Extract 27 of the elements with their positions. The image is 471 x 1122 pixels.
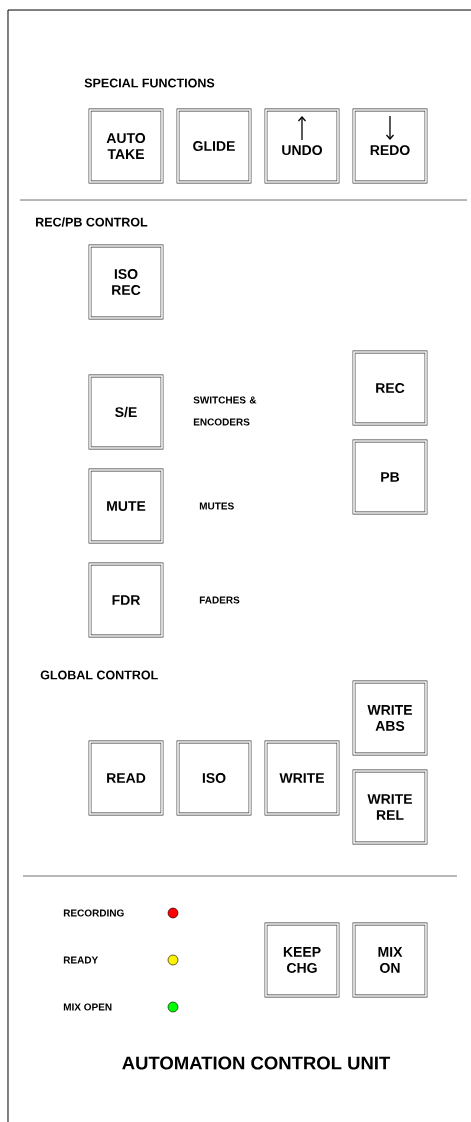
button-description: FADERS [199, 596, 240, 604]
button-description: SWITCHES & ENCODERS [193, 396, 257, 426]
push-button: S/E [88, 374, 164, 450]
push-button: PB [352, 439, 428, 515]
section-heading: SPECIAL FUNCTIONS [84, 78, 215, 88]
push-button: WRITE REL [352, 769, 428, 845]
push-button: WRITE [264, 740, 340, 816]
button-description: MUTES [199, 502, 234, 510]
push-button: FDR [88, 562, 164, 638]
panel-title: AUTOMATION CONTROL UNIT [122, 1056, 391, 1070]
push-button: ISO REC [88, 244, 164, 320]
push-button: KEEP CHG [264, 922, 340, 998]
push-button: REDO [352, 108, 428, 184]
push-button: AUTO TAKE [88, 108, 164, 184]
push-button: READ [88, 740, 164, 816]
indicator-label: READY [63, 956, 99, 964]
push-button: WRITE ABS [352, 680, 428, 756]
section-heading: REC/PB CONTROL [36, 217, 148, 227]
indicator-label: RECORDING [63, 909, 124, 917]
indicator-label: MIX OPEN [63, 1003, 112, 1011]
push-button: GLIDE [176, 108, 252, 184]
push-button: UNDO [264, 108, 340, 184]
push-button: MUTE [88, 468, 164, 544]
push-button: ISO [176, 740, 252, 816]
push-button: REC [352, 350, 428, 426]
push-button: MIX ON [352, 922, 428, 998]
section-heading: GLOBAL CONTROL [40, 670, 158, 680]
